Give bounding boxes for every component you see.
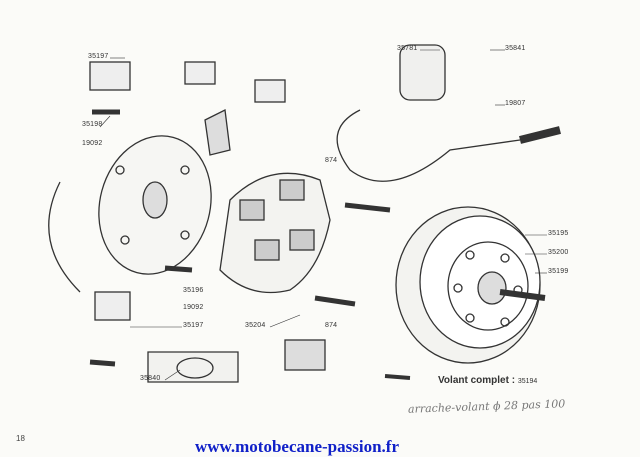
part-label: 35204	[245, 322, 266, 329]
caption-part-number: 35194	[517, 378, 538, 385]
part-label: 35200	[548, 249, 569, 256]
coil-ring-drawing	[219, 172, 331, 294]
part-label: 35841	[505, 45, 526, 52]
flywheel-caption: Volant complet : 35194	[438, 375, 537, 386]
part-label: 35195	[548, 230, 569, 237]
stator-plate-drawing	[98, 135, 212, 275]
part-label: 35840	[140, 375, 161, 382]
part-label: 874	[325, 157, 338, 164]
part-label: 35197	[88, 53, 109, 60]
flywheel-drawing	[395, 206, 546, 364]
website-link[interactable]: www.motobecane-passion.fr	[195, 437, 399, 456]
part-label: 874	[325, 322, 338, 329]
part-label: 19092	[82, 140, 103, 147]
part-label: 35196	[183, 287, 204, 294]
part-label: 35198	[82, 121, 103, 128]
part-label: 19092	[183, 304, 204, 311]
caption-text: Volant complet :	[438, 375, 516, 386]
page-number: 18	[16, 434, 25, 443]
part-label: 35199	[548, 268, 569, 275]
part-label: 35781	[397, 45, 418, 52]
part-label: 19807	[505, 100, 526, 107]
part-label: 35197	[183, 322, 204, 329]
